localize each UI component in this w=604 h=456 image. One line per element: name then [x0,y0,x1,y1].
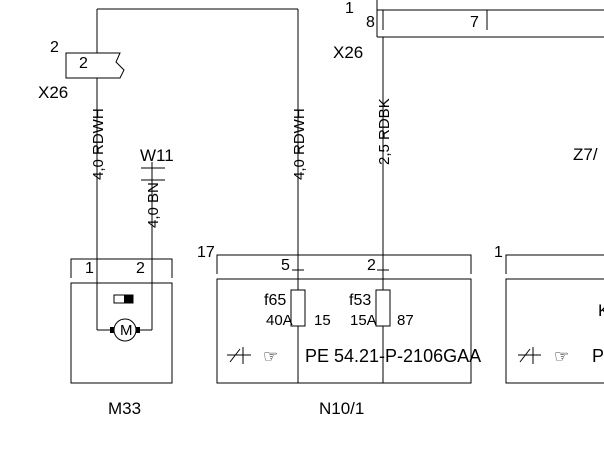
x26-top-label: X26 [333,43,363,62]
motor-pin-1: 1 [85,260,94,277]
module-right-partial: 1 K ☞ P [494,244,604,384]
right-module-partial-letter: K [598,301,604,320]
fuse-f53-rating: 15A [350,312,377,329]
motor-name: M33 [108,399,141,418]
n10-pin-5: 5 [281,257,290,274]
wire-label-rdwh-mid: 4,0 RDWH [291,108,308,180]
ground-symbol-icon [227,347,251,364]
x26-top-pin-7: 7 [470,14,479,31]
wire-label-rdwh-left: 4,0 RDWH [90,108,107,180]
n10-name: N10/1 [319,399,364,418]
x26-top-pin-outer: 1 [345,0,354,17]
motor-m33: 1 2 M M33 [70,258,173,418]
connector-x26-left: 2 2 X26 [38,39,125,102]
n10-pin-2: 2 [367,257,376,274]
fuse-f65-name: f65 [264,292,286,309]
connector-x26-top: 1 8 7 X26 [333,0,604,62]
pointing-hand-icon: ☞ [554,347,569,366]
ground-label-w11: W11 [140,146,174,165]
partial-label-z7: Z7/ [573,145,598,164]
x26-left-pin-inner: 2 [79,55,88,72]
wire-label-bn: 4,0 BN [145,182,162,228]
switch-icon [113,294,134,304]
module-n10-1: 17 5 2 f65 40A 15 f53 15A 87 ☞ PE 54.21-… [197,244,481,418]
right-module-corner-pin: 1 [494,244,503,261]
motor-icon: M [110,318,140,342]
wires: 4,0 RDWH 4,0 RDWH 2,5 RDBK 4,0 BN W11 Z7… [90,8,598,270]
wire-label-rdbk: 2,5 RDBK [376,98,393,165]
right-module-partial-reference: P [592,346,604,366]
fuse-f65-rating: 40A [266,312,293,329]
x26-left-label: X26 [38,83,68,102]
x26-top-pin-8: 8 [366,14,375,31]
fuse-f53-name: f53 [349,292,371,309]
n10-reference: PE 54.21-P-2106GAA [305,346,481,366]
pointing-hand-icon: ☞ [263,347,278,366]
n10-corner-pin: 17 [197,244,215,261]
motor-symbol: M [120,322,133,339]
ground-symbol-icon [518,347,541,364]
x26-left-pin-outer: 2 [50,39,59,56]
motor-pin-2: 2 [136,260,145,277]
fuse-f65-number: 15 [314,312,331,329]
fuse-f53-number: 87 [397,312,414,329]
